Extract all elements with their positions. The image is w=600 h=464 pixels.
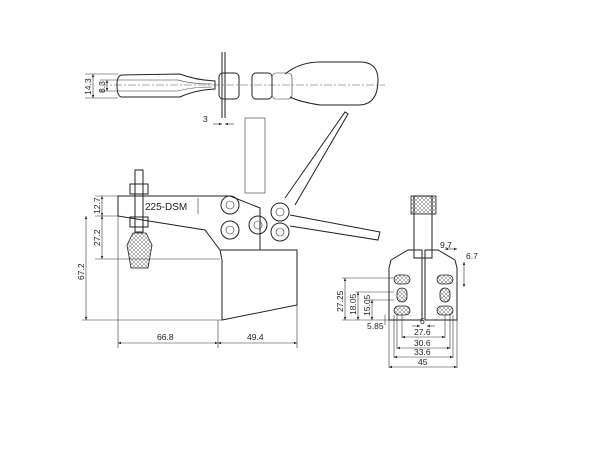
end-view: 9.7 6.7 27.25 18.05 15.05 5.85 6 27.6 30… (335, 195, 478, 369)
dim-27-25: 27.25 (335, 290, 345, 312)
dim-bar-height: 12.7 (92, 197, 102, 214)
side-view: 225-DSM 12.7 27.2 67.2 66.8 49.4 (76, 111, 381, 348)
dim-45: 45 (418, 357, 428, 367)
dim-27-6: 27.6 (414, 327, 431, 337)
dim-spindle-drop: 27.2 (92, 229, 102, 246)
dim-6-7: 6.7 (466, 251, 478, 261)
dim-30-6: 30.6 (414, 338, 431, 348)
top-view: 14.3 8.3 3 (83, 52, 385, 126)
dim-9-7: 9.7 (440, 240, 452, 250)
dim-base-length: 49.4 (247, 332, 264, 342)
dim-5-85: 5.85 (367, 321, 384, 331)
model-label: 225-DSM (145, 202, 187, 213)
dim-15-05: 15.05 (362, 294, 372, 316)
mounting-slots (393, 274, 454, 316)
dim-width-outer: 14.3 (83, 78, 93, 95)
dim-reach: 66.8 (157, 332, 174, 342)
dim-width-inner: 8.3 (97, 81, 107, 93)
pivot-pins (220, 195, 290, 242)
dim-18-05: 18.05 (348, 293, 358, 315)
dim-33-6: 33.6 (414, 347, 431, 357)
dim-overall-height: 67.2 (76, 263, 86, 280)
dim-6: 6 (420, 316, 425, 326)
dim-offset: 3 (203, 114, 208, 124)
